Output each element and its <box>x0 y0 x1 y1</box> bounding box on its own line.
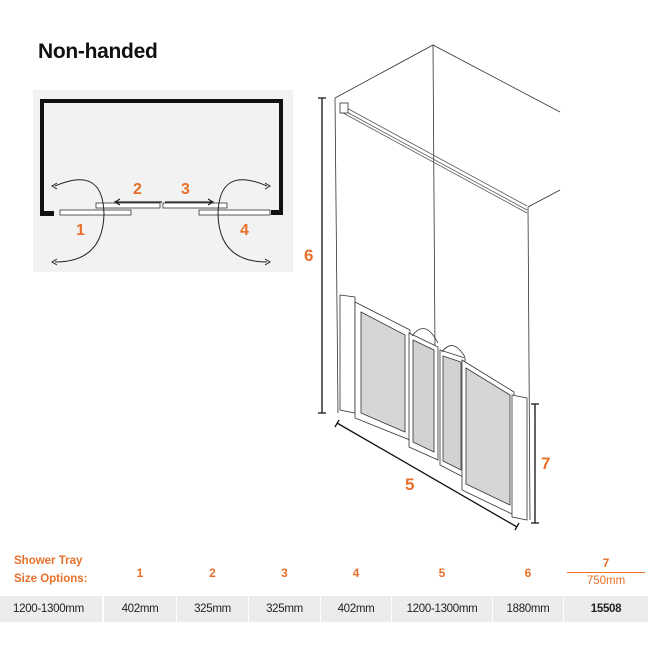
plan-label-1: 1 <box>76 222 85 239</box>
dimension-lines <box>318 97 539 531</box>
slide-arrow-2 <box>113 198 162 206</box>
door-panel-1 <box>59 209 132 216</box>
column-7-subvalue: 750mm <box>586 575 626 587</box>
width-dimension-label: 5 <box>405 475 414 494</box>
column-header-2: 2 <box>209 566 216 580</box>
column-header-1: 1 <box>136 566 144 580</box>
cell-tray-size: 1200-1300mm <box>0 596 102 622</box>
door-panel-3 <box>162 202 228 209</box>
cell-col-1: 402mm <box>104 596 176 622</box>
cell-col-3: 325mm <box>249 596 320 622</box>
swing-arc-4 <box>217 179 268 263</box>
enclosure-walls <box>40 99 283 216</box>
tray-height-dimension-label: 7 <box>541 454 550 473</box>
cell-col-6: 1880mm <box>493 596 563 622</box>
cell-col-4: 402mm <box>321 596 391 622</box>
wall-rail <box>339 102 528 214</box>
column-header-5: 5 <box>438 566 446 580</box>
table-header-label-line2: Size Options: <box>14 573 88 585</box>
page-title: Non-handed <box>38 40 158 63</box>
bath-screen-panels <box>339 294 528 521</box>
cell-col-2: 325mm <box>177 596 248 622</box>
column-header-3: 3 <box>281 566 288 580</box>
door-panel-4 <box>198 209 271 216</box>
plan-label-2: 2 <box>133 181 142 198</box>
plan-label-3: 3 <box>181 181 190 198</box>
column-header-7: 7 <box>567 556 645 573</box>
slide-arrow-3 <box>165 198 215 206</box>
column-header-4: 4 <box>352 566 360 580</box>
column-header-6: 6 <box>524 566 532 580</box>
swing-arc-1 <box>54 179 105 263</box>
cell-product-code: 15508 <box>564 596 648 622</box>
isometric-view-drawing: 6 5 7 <box>304 44 561 531</box>
plan-label-4: 4 <box>240 222 249 239</box>
walls-outline <box>334 44 561 521</box>
plan-view-drawing: 1 2 3 4 <box>40 99 283 266</box>
cell-col-5: 1200-1300mm <box>392 596 492 622</box>
door-panel-2 <box>95 202 161 209</box>
tray-height-dimension-line <box>531 403 539 524</box>
table-header-label-line1: Shower Tray <box>14 555 83 567</box>
width-dimension-line <box>334 419 520 531</box>
plan-view-diagram: 1 2 3 4 <box>33 90 293 272</box>
height-dimension-label: 6 <box>304 246 313 265</box>
height-dimension-line <box>318 97 326 414</box>
